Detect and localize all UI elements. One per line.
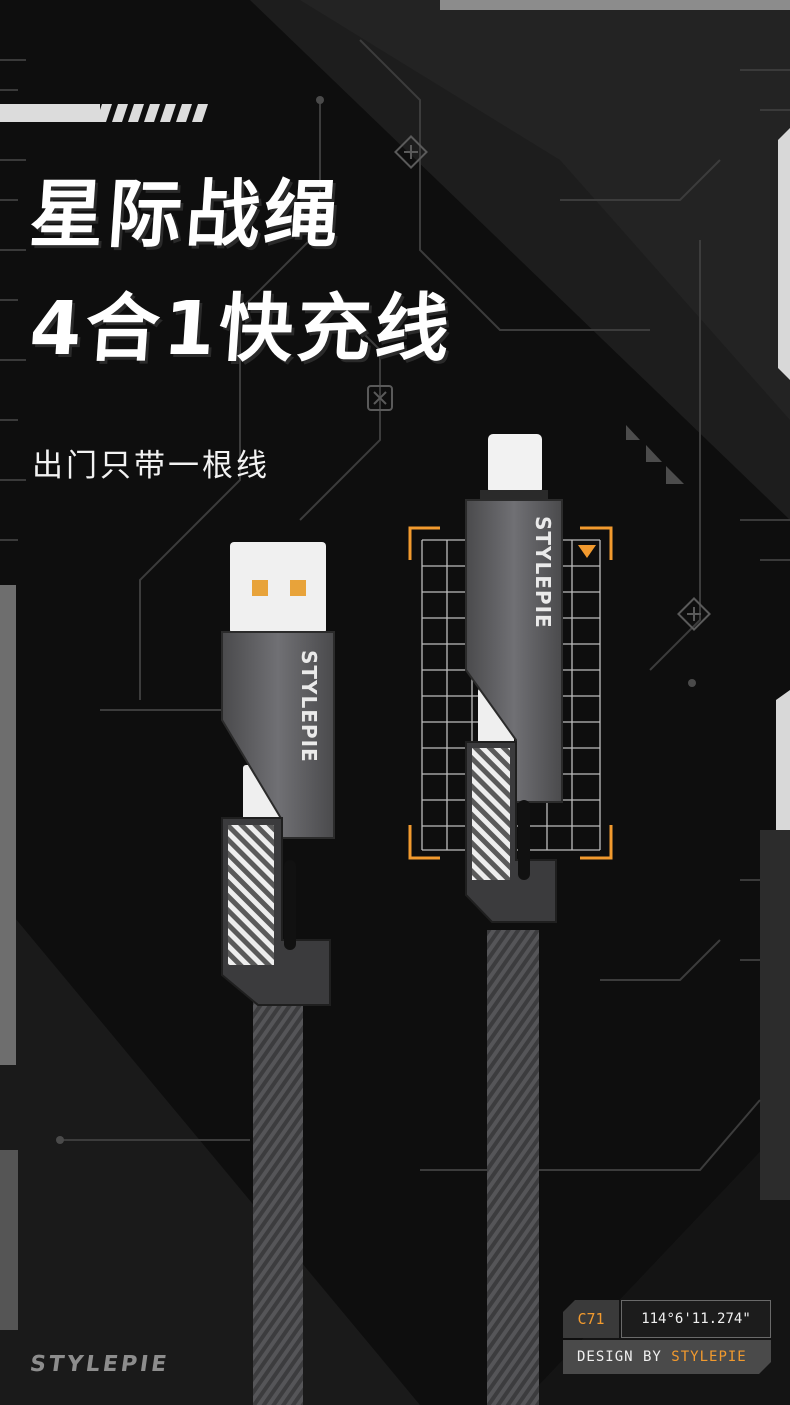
hatch-stripes [96,104,208,122]
right-cable: STYLEPIE [465,434,563,1405]
right-side-bar-top [778,128,790,380]
coordinate-value: 114°6'11.274" [621,1300,771,1338]
hero-title-line2: 4合1快充线 [26,286,456,372]
plus-crosshair-icon [394,135,428,169]
top-frame-strip [440,0,790,10]
target-corners [408,526,613,860]
left-side-bar [0,585,16,1065]
design-by-label: DESIGN BY STYLEPIE [563,1340,771,1374]
footer-brand-logo: STYLEPIE [28,1352,171,1377]
coordinate-badge: C71 114°6'11.274" DESIGN BY STYLEPIE [563,1300,771,1374]
lightning-plug [488,434,542,494]
design-brand: STYLEPIE [671,1349,747,1365]
circuit-lines [60,39,761,1171]
right-brand-vertical: STYLEPIE [531,516,555,629]
design-prefix: DESIGN BY [577,1349,672,1365]
left-brand-vertical: STYLEPIE [297,650,321,763]
chevron-stack-icon [626,425,684,484]
hero-title-line1: 星际战绳 [26,172,346,258]
hero-subtitle: 出门只带一根线 [32,448,270,484]
hatch-bar [0,104,100,122]
right-cable-braid [487,930,539,1405]
usb-a-plug [230,542,326,634]
bg-panel-bottom [0,900,420,1405]
left-ruler [0,59,26,541]
left-cable: STYLEPIE [221,542,335,1405]
orange-triangle-icon [578,545,596,558]
left-cable-braid [253,1000,303,1405]
coordinate-code: C71 [563,1300,619,1338]
right-stripe-panel [472,748,510,880]
left-stripe-panel [228,825,274,965]
x-box-icon [367,385,393,411]
plus-crosshair-icon-2 [677,597,711,631]
